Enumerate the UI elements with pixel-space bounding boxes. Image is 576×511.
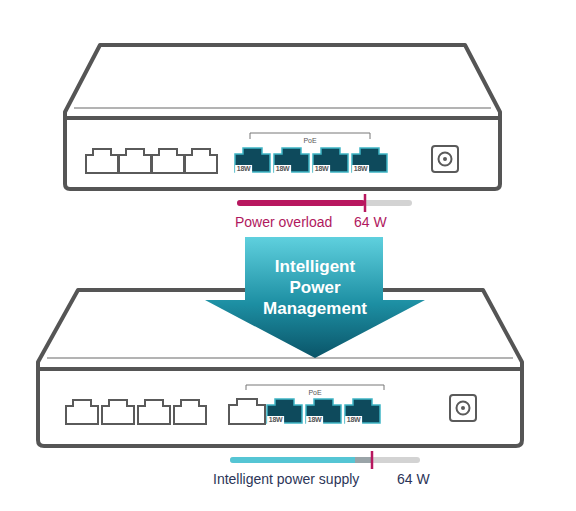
poe-port <box>345 399 380 423</box>
port-power: 18W <box>352 165 370 173</box>
poe-label: PoE <box>301 137 318 145</box>
port-power: 18W <box>274 165 292 173</box>
port-power: 18W <box>235 165 253 173</box>
port-power: 18W <box>345 416 363 424</box>
lan-port <box>174 400 206 424</box>
power-jack-pin <box>443 157 447 161</box>
lan-port <box>86 149 118 173</box>
power-jack-frame <box>432 146 458 172</box>
power-bar-reserve <box>355 457 372 463</box>
power-jack <box>450 395 476 421</box>
poe-port: 18W <box>305 398 342 424</box>
power-jack-pin <box>461 406 465 410</box>
poe-port: 18W <box>273 147 310 173</box>
poe-port <box>235 148 270 172</box>
power-value: 64 W <box>354 214 387 230</box>
housing-edge <box>47 357 513 359</box>
port-power: 18W <box>267 416 285 424</box>
process-arrow: Intelligent Power Management <box>205 237 425 359</box>
poe-port: 18W <box>266 398 303 424</box>
poe-port <box>352 148 387 172</box>
housing-edge <box>65 116 500 120</box>
lan-ports <box>66 399 265 424</box>
power-jack-ring <box>439 153 452 166</box>
power-bar-track <box>237 200 412 206</box>
power-value: 64 W <box>397 471 430 487</box>
disabled-poe-port <box>229 399 265 424</box>
lan-port <box>138 400 170 424</box>
lan-port <box>66 400 98 424</box>
housing-edge <box>38 367 522 371</box>
lan-ports <box>86 149 217 173</box>
port-power: 18W <box>306 416 324 424</box>
switch-housing <box>65 45 500 189</box>
poe-port <box>306 399 341 423</box>
power-limit-tick <box>371 451 374 469</box>
poe-port: 18W <box>234 147 271 173</box>
poe-port: 18W <box>312 147 349 173</box>
port-power: 18W <box>313 165 331 173</box>
power-limit-tick <box>364 194 367 212</box>
power-bar-track <box>230 457 420 463</box>
power-jack <box>432 146 458 172</box>
poe-port <box>274 148 309 172</box>
process-arrow <box>205 237 425 358</box>
poe-port <box>313 148 348 172</box>
poe-port: 18W <box>351 147 388 173</box>
arrow-shape <box>205 237 425 359</box>
status-label: Power overload <box>235 214 332 230</box>
lan-port <box>102 400 134 424</box>
lan-port <box>119 149 151 173</box>
lan-port <box>185 149 217 173</box>
status-label: Intelligent power supply <box>213 471 359 487</box>
poe-port: 18W <box>344 398 381 424</box>
power-bar-fill <box>237 200 365 206</box>
lan-port <box>152 149 184 173</box>
housing-edge <box>74 107 491 109</box>
switch-housing <box>38 290 522 446</box>
poe-label: PoE <box>306 389 323 397</box>
power-jack-ring <box>457 402 470 415</box>
power-bar-fill <box>230 457 358 463</box>
poe-port <box>267 399 302 423</box>
switch-housing: PoE 18W 18W 18W 18W <box>55 38 515 196</box>
arrow-title: Intelligent Power Management <box>253 256 377 319</box>
power-jack-frame <box>450 395 476 421</box>
